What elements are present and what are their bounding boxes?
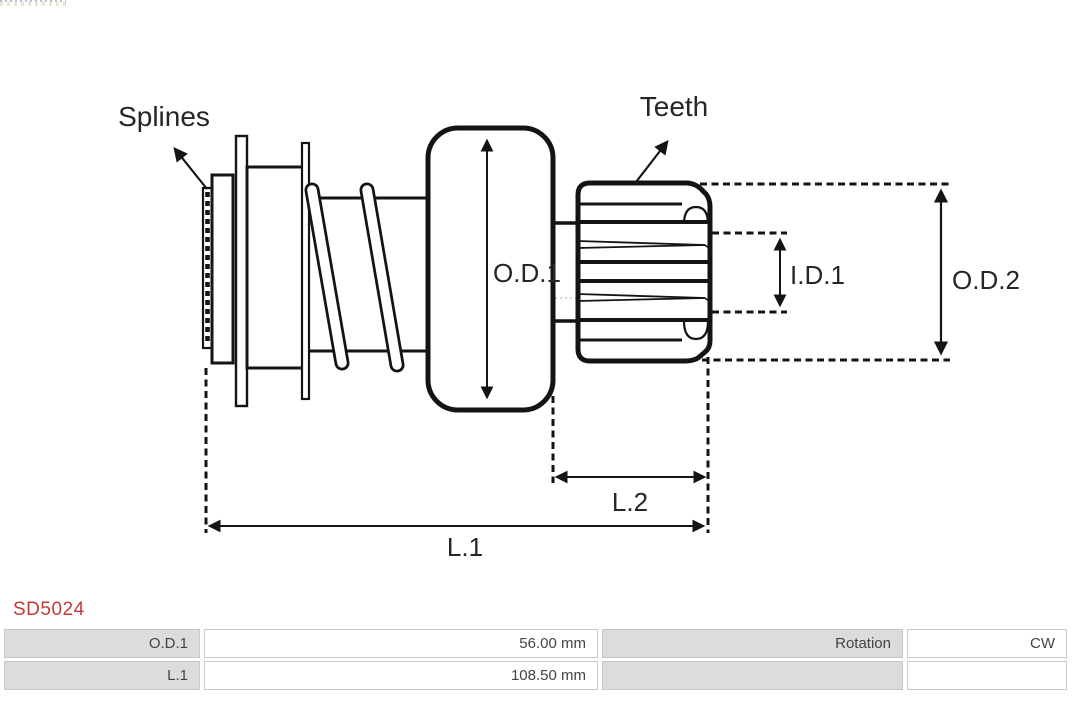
dim-l2: L.2 (551, 357, 710, 533)
spec-label-rotation: Rotation (602, 629, 903, 658)
dim-id1: I.D.1 (712, 231, 845, 314)
spec-label-l1: L.1 (4, 661, 200, 690)
spline-shaft-shape (201, 173, 235, 365)
spec-row-1: O.D.1 56.00 mm Rotation CW (4, 629, 1067, 658)
od2-label: O.D.2 (952, 265, 1020, 295)
id1-label: I.D.1 (790, 260, 845, 290)
spec-row-2: L.1 108.50 mm (4, 661, 1067, 690)
collar-flange-shape (234, 134, 311, 408)
part-number: SD5024 (13, 599, 85, 620)
teeth-callout: Teeth (635, 91, 709, 183)
dim-l1: L.1 (204, 368, 706, 562)
splines-label: Splines (118, 101, 210, 132)
od1-label: O.D.1 (493, 258, 561, 288)
l2-label: L.2 (612, 487, 648, 517)
cropped-brand-logo-strip (0, 0, 66, 6)
dim-od1: O.D.1 (480, 138, 561, 400)
l1-label: L.1 (447, 532, 483, 562)
teeth-label: Teeth (640, 91, 709, 122)
drive-body (201, 125, 713, 413)
spec-table: O.D.1 56.00 mm Rotation CW L.1 108.50 mm (0, 626, 1071, 693)
pinion-gear-shape (575, 180, 713, 364)
starter-drive-diagram: Splines Teeth O.D.1 I.D.1 O.D.2 (118, 91, 1020, 562)
dim-od2: O.D.2 (700, 182, 1020, 362)
spec-label-empty (602, 661, 903, 690)
spring-shape (304, 182, 405, 373)
spec-value-rotation: CW (907, 629, 1067, 658)
spec-value-od1: 56.00 mm (204, 629, 598, 658)
splines-callout: Splines (118, 101, 210, 190)
spec-label-od1: O.D.1 (4, 629, 200, 658)
spec-value-empty (907, 661, 1067, 690)
spec-value-l1: 108.50 mm (204, 661, 598, 690)
